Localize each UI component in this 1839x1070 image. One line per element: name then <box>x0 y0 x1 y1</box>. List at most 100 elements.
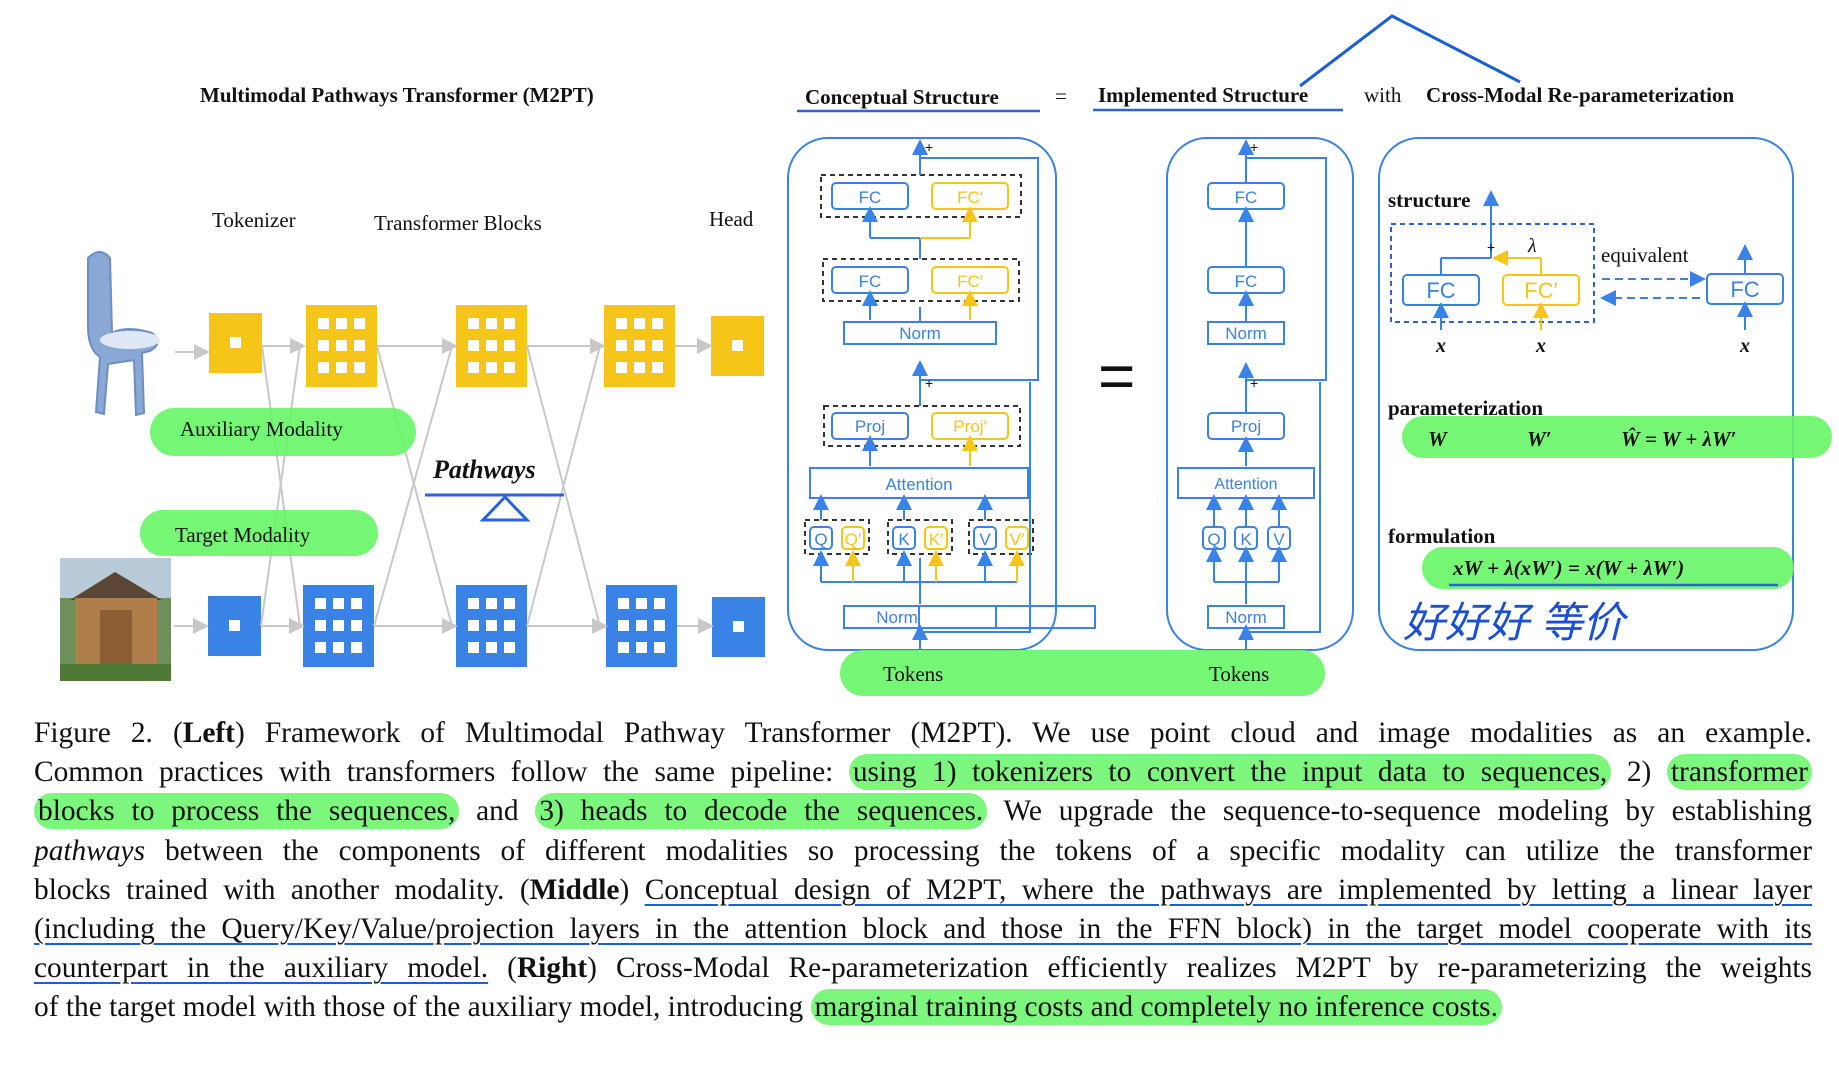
impl-fc1: FC <box>1235 272 1258 291</box>
caption-s5a: blocks trained with another modality. ( <box>34 873 530 906</box>
pathways-balance: Pathways <box>425 455 564 522</box>
tokens-highlight <box>840 650 1325 696</box>
target-tokenizer-block <box>208 596 261 656</box>
caption-line-1: Figure 2. (Left) Framework of Multimodal… <box>34 717 1812 749</box>
pathways-label: Pathways <box>432 455 536 484</box>
handwritten-note: 好好好 等价 <box>1403 599 1629 646</box>
impl-attention: Attention <box>1214 476 1277 493</box>
caption-s3d: We upgrade the sequence-to-sequence mode… <box>1003 795 1812 828</box>
chair-image <box>87 251 160 417</box>
impl-norm-bottom: Norm <box>1225 608 1267 627</box>
v-label: V <box>979 530 991 549</box>
caption-s7b: ) Cross-Modal Re-parameterization effici… <box>587 952 1812 985</box>
col-tokenizer: Tokenizer <box>212 208 296 232</box>
figure-number: Figure 2. <box>34 717 153 749</box>
aux-modality-label: Auxiliary Modality <box>180 417 343 441</box>
fc2-prime-label: FC′ <box>957 188 983 207</box>
caption-left-bold: Left <box>182 717 235 749</box>
caption-s8a: of the target model with those of the au… <box>34 991 804 1024</box>
k-label: K <box>898 530 910 549</box>
impl-v: V <box>1273 530 1285 549</box>
impl-proj: Proj <box>1231 417 1261 436</box>
pathway-connectors <box>174 338 714 634</box>
q-label: Q <box>814 530 827 549</box>
impl-k: K <box>1240 530 1252 549</box>
target-modality-label: Target Modality <box>175 523 311 547</box>
param-w: W <box>1428 427 1448 451</box>
structure-label: structure <box>1388 188 1470 212</box>
plus-top-conceptual: + <box>925 139 933 155</box>
lambda-label: λ <box>1527 235 1537 257</box>
q-prime-label: Q′ <box>845 530 861 549</box>
x-label-2: x <box>1535 335 1546 357</box>
conceptual-diagram: Norm Q Q′ K K′ V V′ Attention Proj Proj′… <box>804 139 1096 650</box>
target-head-block <box>712 597 765 657</box>
caption-middle-bold: Middle <box>529 873 620 906</box>
parameterization-highlight <box>1402 416 1832 458</box>
big-equals: = <box>1098 340 1135 412</box>
impl-plus-mid: + <box>1250 375 1258 391</box>
caption-line-5: blocks trained with another modality. (M… <box>34 873 1812 906</box>
fc1-prime-label: FC′ <box>957 272 983 291</box>
col-head: Head <box>709 207 754 231</box>
caption-line-3: blocks to process the sequences, and 3) … <box>34 792 1812 831</box>
conceptual-structure-title: Conceptual Structure <box>805 85 999 109</box>
caption-underline-2: (including the Query/Key/Value/projectio… <box>34 912 1812 945</box>
aux-transformer-block-2 <box>456 305 527 387</box>
formulation-equation: xW + λ(xW′) = x(W + λW′) <box>1452 556 1684 580</box>
caption-s2c: 2) <box>1626 756 1652 789</box>
caption-line-7: counterpart in the auxiliary model. (Rig… <box>34 952 1812 985</box>
top-equals: = <box>1055 84 1067 108</box>
shed-image <box>60 558 171 681</box>
aux-tokenizer-block <box>209 313 262 373</box>
norm-bottom-label: Norm <box>876 608 918 627</box>
formulation-label: formulation <box>1388 524 1496 548</box>
equivalent-label: equivalent <box>1601 243 1689 267</box>
implemented-structure-title: Implemented Structure <box>1098 83 1308 107</box>
v-prime-label: V′ <box>1010 530 1025 549</box>
fc1-label: FC <box>859 272 882 291</box>
impl-norm-mid: Norm <box>1225 324 1267 343</box>
aux-transformer-block-3 <box>604 305 675 387</box>
plus-mid-conceptual: + <box>925 375 933 391</box>
impl-q: Q <box>1207 530 1220 549</box>
reparam-plus: + <box>1487 239 1495 255</box>
top-with: with <box>1364 83 1402 107</box>
figure-caption: Figure 2. (Left) Framework of Multimodal… <box>34 714 1812 1028</box>
tokens-left: Tokens <box>883 662 943 686</box>
param-equation: Ŵ = W + λW′ <box>1621 427 1736 451</box>
caption-s1: ) Framework of Multimodal Pathway Transf… <box>234 717 1812 749</box>
reparam-fc-prime: FC′ <box>1524 278 1557 303</box>
left-title: Multimodal Pathways Transformer (M2PT) <box>200 83 594 107</box>
caption-line-8: of the target model with those of the au… <box>34 988 1812 1027</box>
col-blocks: Transformer Blocks <box>374 211 542 235</box>
caption-s2a: Common practices with transformers follo… <box>34 756 834 789</box>
x-label-1: x <box>1435 335 1446 357</box>
aux-head-block <box>711 316 764 376</box>
crossmodal-title: Cross-Modal Re-parameterization <box>1426 83 1734 107</box>
caption-line-2: Common practices with transformers follo… <box>34 753 1812 792</box>
caption-underline-3: counterpart in the auxiliary model. <box>34 952 489 985</box>
caption-line-6: (including the Query/Key/Value/projectio… <box>34 910 1812 949</box>
annotation-pen-caret <box>1299 14 1521 88</box>
target-label-highlight <box>140 510 378 556</box>
reparam-panel <box>1378 137 1794 651</box>
reparam-fc-merged: FC <box>1730 277 1759 302</box>
conceptual-panel <box>787 137 1057 651</box>
fc2-label: FC <box>859 188 882 207</box>
caption-line-4: pathways between the components of diffe… <box>34 832 1812 871</box>
param-w-prime: W′ <box>1527 427 1552 451</box>
caption-highlight-2: transformer <box>1666 754 1812 791</box>
aux-label-highlight <box>150 408 416 456</box>
aux-transformer-block-1 <box>306 305 377 387</box>
norm-mid-label: Norm <box>899 324 941 343</box>
target-transformer-block-3 <box>606 585 677 667</box>
k-prime-label: K′ <box>929 530 944 549</box>
caption-highlight-3: blocks to process the sequences, <box>34 793 460 830</box>
caption-s3b: and <box>476 795 519 828</box>
reparam-fc: FC <box>1426 278 1455 303</box>
x-label-3: x <box>1739 335 1750 357</box>
target-transformer-block-2 <box>456 585 527 667</box>
